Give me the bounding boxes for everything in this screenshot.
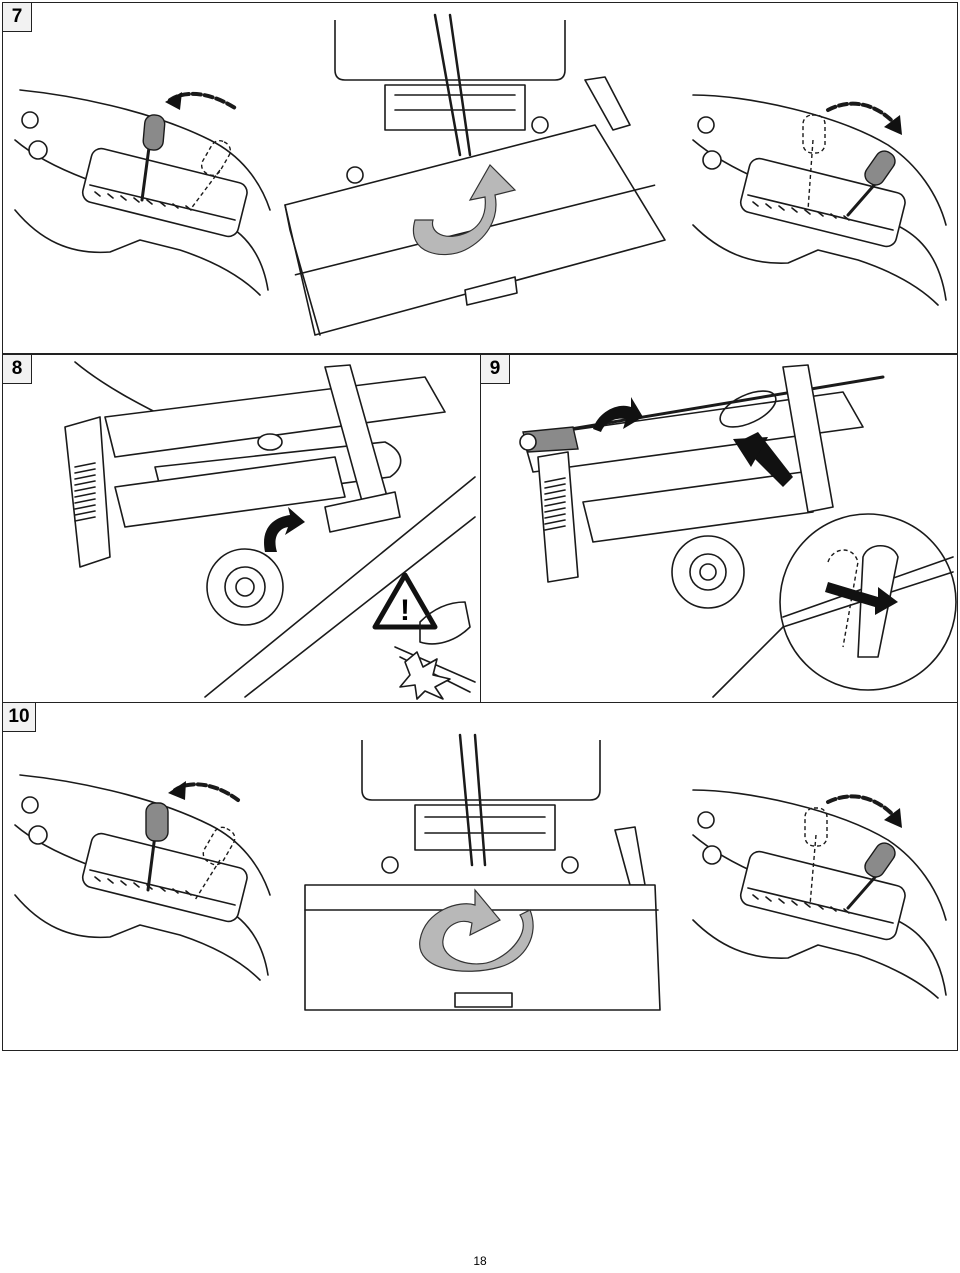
warning-triangle-icon: ! <box>372 572 438 630</box>
lever-view-right-7 <box>692 94 947 306</box>
deck-view-10 <box>304 733 661 1011</box>
page-number: 18 <box>473 1254 487 1268</box>
lever-view-left-7 <box>14 89 271 296</box>
lever-view-right-10 <box>692 789 947 999</box>
step-badge-9: 9 <box>480 354 510 384</box>
rotate-arrow-icon <box>419 888 534 972</box>
curved-arrow-icon <box>264 507 305 552</box>
deck-view-7 <box>284 13 666 336</box>
step-badge-7: 7 <box>2 2 32 32</box>
step-badge-10: 10 <box>2 702 36 732</box>
mechanism-view-8: ! <box>64 361 476 700</box>
step-badge-8: 8 <box>2 354 32 384</box>
lever-view-left-10 <box>14 774 271 981</box>
svg-text:!: ! <box>400 594 410 627</box>
mechanism-view-9 <box>519 364 957 698</box>
rotate-arrow-icon <box>412 164 517 256</box>
